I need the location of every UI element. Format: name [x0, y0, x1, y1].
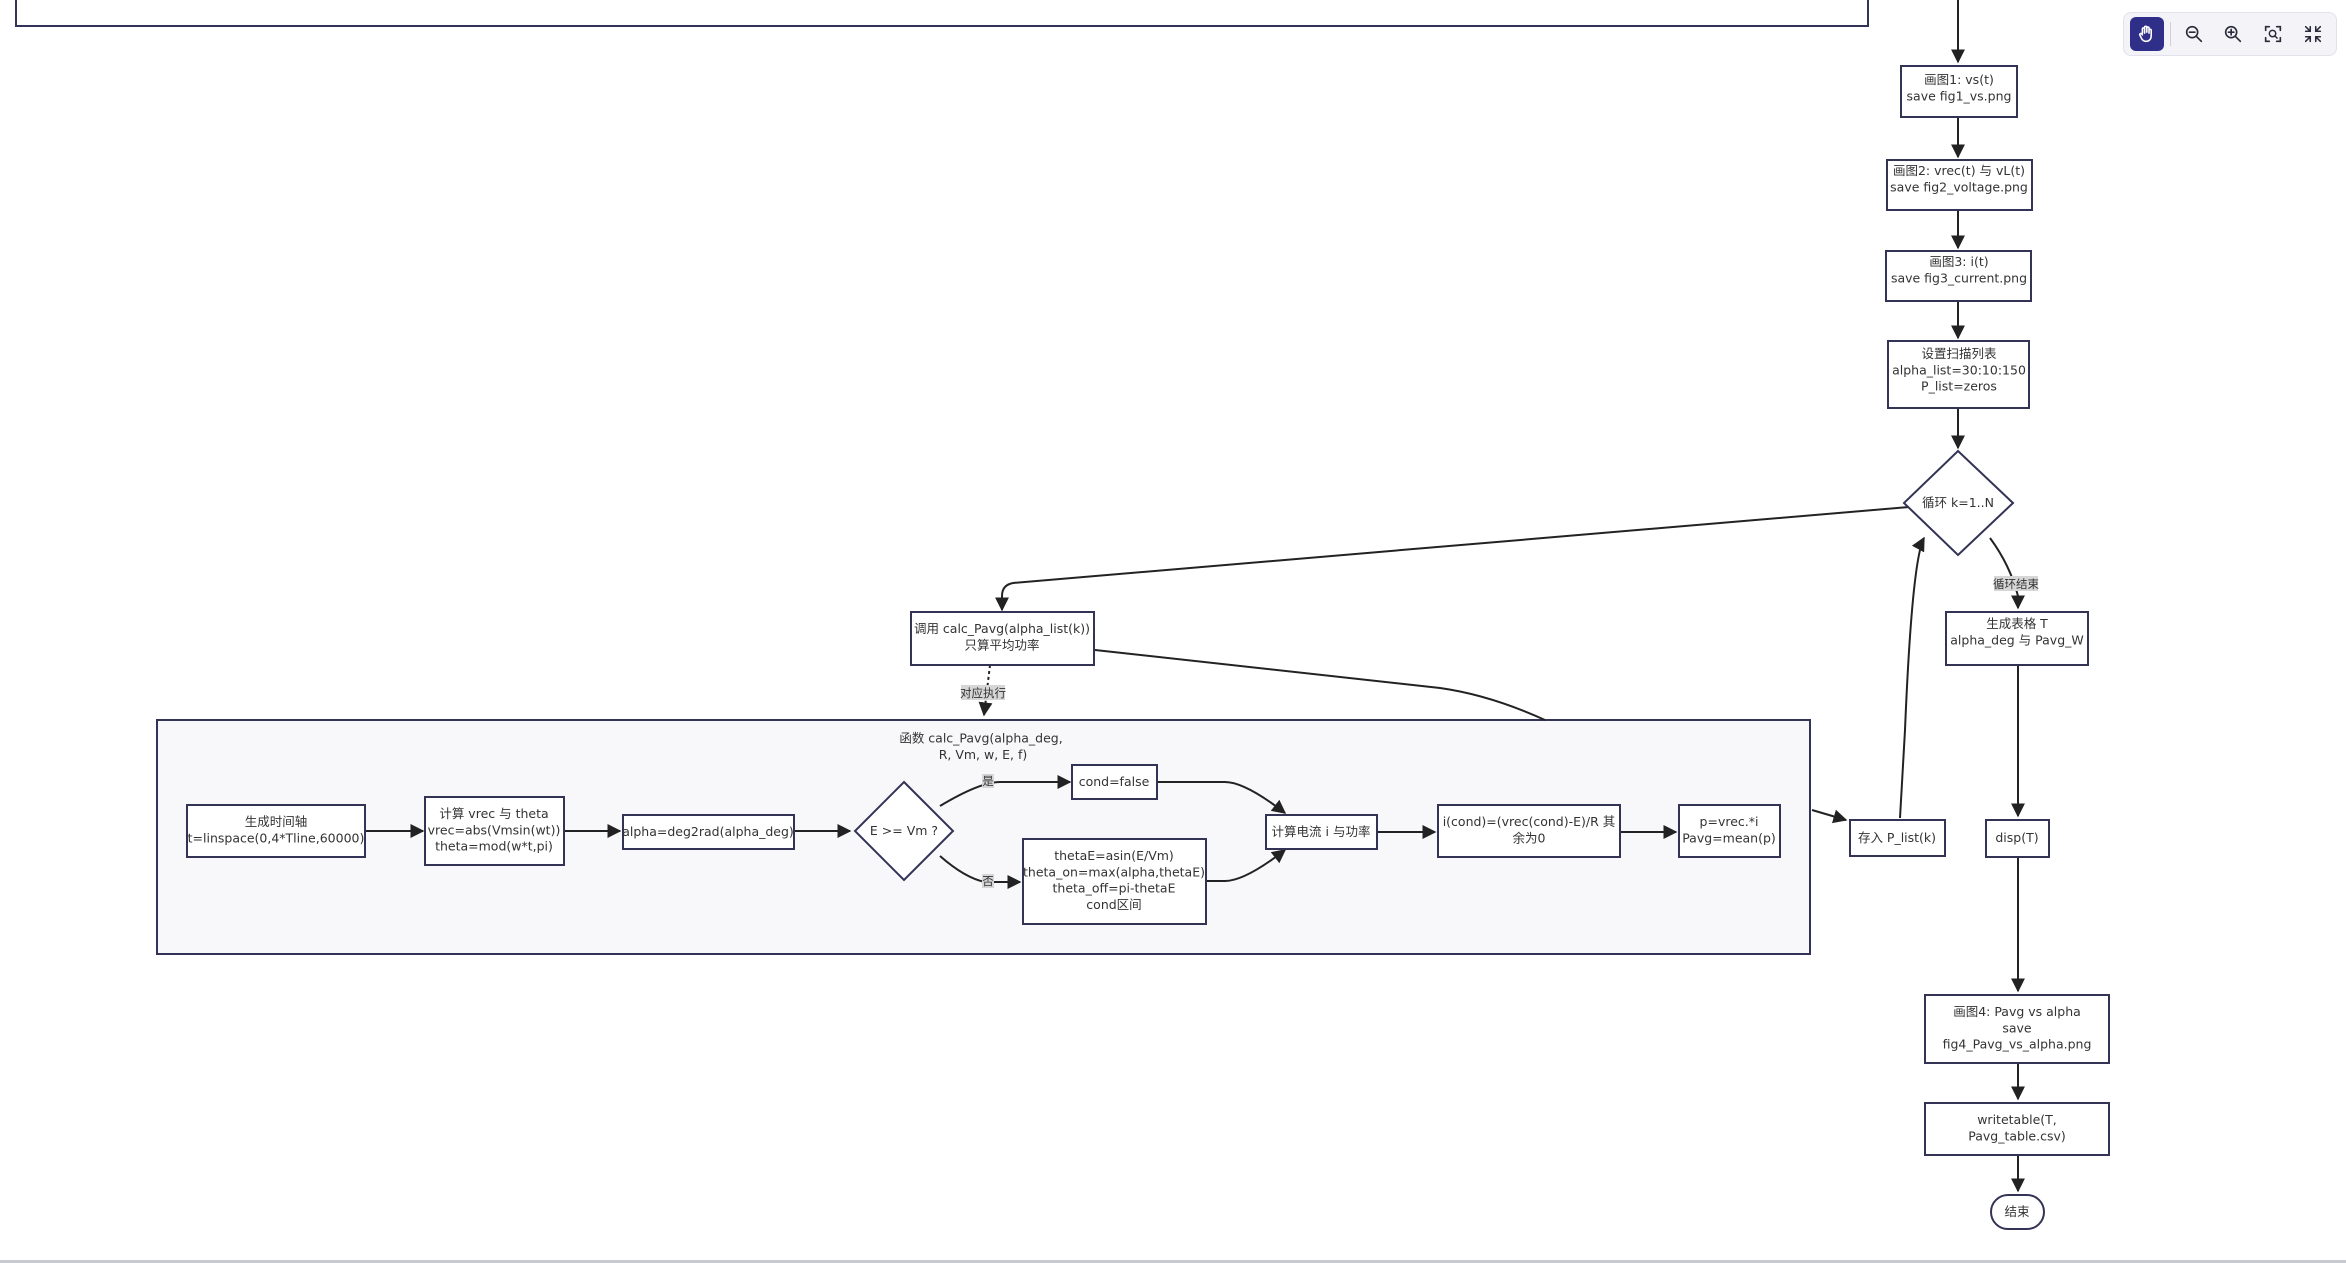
hand-icon [2138, 25, 2152, 43]
upper-cluster-box [15, 0, 1869, 27]
edge-label-no: 否 [982, 874, 994, 888]
svg-text:画图2: vrec(t) 与 vL(t)save fig2_: 画图2: vrec(t) 与 vL(t)save fig2_voltage.pn… [1890, 163, 2028, 194]
edge-cond-yes [939, 775, 1072, 807]
zoom-out-button[interactable] [2177, 17, 2211, 51]
exit-fullscreen-button[interactable] [2296, 17, 2330, 51]
node-icond[interactable]: i(cond)=(vrec(cond)-E)/R 其余为0 [1437, 804, 1621, 858]
fit-view-icon [2265, 25, 2282, 43]
edges [366, 0, 2025, 1193]
pan-tool-button[interactable] [2130, 17, 2164, 51]
edge-label-corresponds: 对应执行 [960, 685, 1006, 700]
node-plot3[interactable]: 画图3: i(t)save fig3_current.png [1885, 250, 2032, 302]
node-call-calc-pavg[interactable]: 调用 calc_Pavg(alpha_list(k))只算平均功率 [910, 611, 1095, 666]
zoom-in-icon [2225, 25, 2242, 43]
svg-text:是: 是 [982, 774, 994, 788]
node-plot2[interactable]: 画图2: vrec(t) 与 vL(t)save fig2_voltage.pn… [1886, 159, 2033, 211]
edge-call-to-subgraph [1094, 649, 1546, 721]
edge-label-loop-end: 循环结束 [1993, 576, 2039, 591]
zoom-in-button[interactable] [2217, 17, 2251, 51]
svg-text:循环 k=1..N: 循环 k=1..N [1922, 495, 1994, 510]
edge-loop-call [995, 506, 1910, 612]
edge-theta-current [1207, 849, 1287, 882]
svg-text:画图1: vs(t)save fig1_vs.png: 画图1: vs(t)save fig1_vs.png [1907, 72, 2012, 103]
svg-text:alpha=deg2rad(alpha_deg): alpha=deg2rad(alpha_deg) [622, 824, 794, 839]
toolbar-separator [2169, 22, 2171, 46]
collapse-icon [2304, 25, 2322, 43]
node-writetable[interactable]: writetable(T,Pavg_table.csv) [1924, 1102, 2110, 1156]
svg-text:否: 否 [982, 874, 994, 888]
svg-text:i(cond)=(vrec(cond)-E)/R 其余为0: i(cond)=(vrec(cond)-E)/R 其余为0 [1443, 814, 1616, 845]
svg-text:循环结束: 循环结束 [1993, 577, 2039, 591]
svg-text:E >= Vm ?: E >= Vm ? [870, 823, 938, 838]
svg-text:对应执行: 对应执行 [960, 686, 1006, 700]
svg-text:thetaE=asin(E/Vm)theta_on=max(: thetaE=asin(E/Vm)theta_on=max(alpha,thet… [1023, 848, 1205, 912]
bottom-border [0, 1260, 2346, 1263]
node-current-power[interactable]: 计算电流 i 与功率 [1265, 814, 1378, 850]
svg-text:存入 P_list(k): 存入 P_list(k) [1858, 830, 1936, 845]
svg-text:计算电流 i 与功率: 计算电流 i 与功率 [1272, 824, 1371, 839]
diagram-toolbar [2123, 12, 2337, 56]
node-store[interactable]: 存入 P_list(k) [1849, 819, 1946, 857]
edge-label-yes: 是 [982, 774, 994, 788]
node-cond-decision[interactable]: E >= Vm ? [853, 780, 955, 882]
node-alpha-rad[interactable]: alpha=deg2rad(alpha_deg) [622, 814, 795, 850]
svg-text:画图3: i(t)save fig3_current.png: 画图3: i(t)save fig3_current.png [1891, 254, 2027, 285]
edge-store-loop [1899, 536, 1925, 819]
node-theta-calc[interactable]: thetaE=asin(E/Vm)theta_on=max(alpha,thet… [1022, 838, 1207, 925]
fit-view-button[interactable] [2256, 17, 2290, 51]
node-cond-false[interactable]: cond=false [1071, 764, 1158, 800]
svg-text:调用 calc_Pavg(alpha_list(k))只算平: 调用 calc_Pavg(alpha_list(k))只算平均功率 [914, 621, 1090, 652]
svg-text:函数 calc_Pavg(alpha_deg,: 函数 calc_Pavg(alpha_deg, R, Vm, w, E, f) [899, 730, 1066, 762]
node-plot1[interactable]: 画图1: vs(t)save fig1_vs.png [1900, 65, 2018, 118]
svg-text:结束: 结束 [2004, 1204, 2030, 1219]
node-disp[interactable]: disp(T) [1985, 819, 2050, 858]
edge-subgraph-store [1811, 809, 1848, 824]
node-end[interactable]: 结束 [1990, 1194, 2045, 1230]
edge-false-current [1158, 781, 1287, 814]
zoom-out-icon [2185, 25, 2202, 43]
node-loop-decision[interactable]: 循环 k=1..N [1902, 449, 2015, 557]
svg-text:writetable(T,Pavg_table.csv): writetable(T,Pavg_table.csv) [1968, 1112, 2066, 1143]
edge-loop-table [1989, 537, 2025, 610]
svg-text:disp(T): disp(T) [1995, 830, 2038, 845]
svg-text:cond=false: cond=false [1079, 774, 1150, 789]
